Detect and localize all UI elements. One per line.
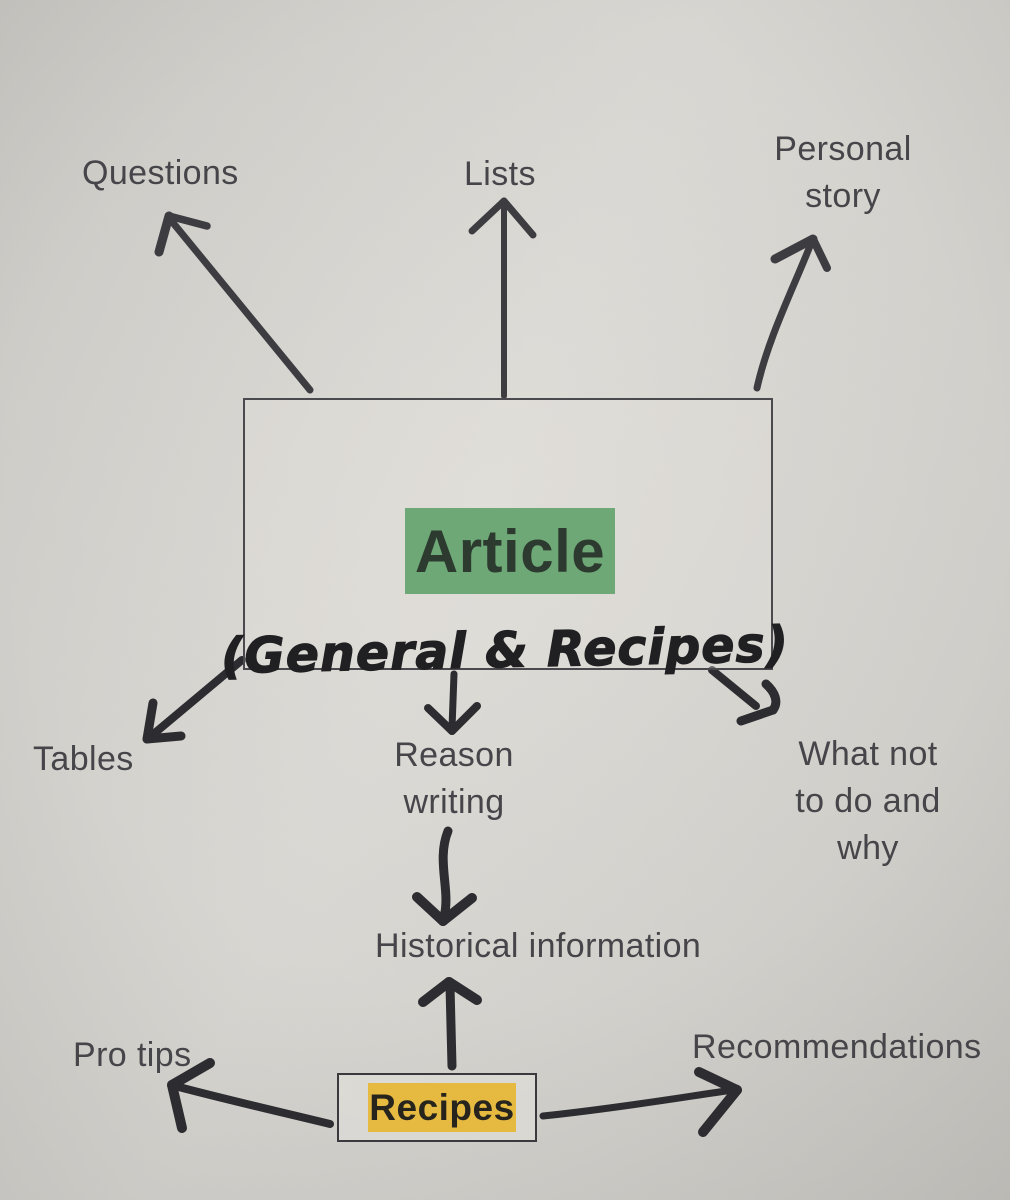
label-reason-writing-line2: writing	[403, 783, 505, 821]
label-reason-writing-line1: Reason	[394, 736, 514, 774]
label-lists: Lists	[464, 155, 536, 193]
arrow-article-to-what-not	[708, 666, 781, 726]
arrow-reason-to-historical	[412, 826, 477, 926]
recipes-node-highlight: Recipes	[368, 1083, 516, 1132]
label-what-not-line2: to do and	[795, 782, 941, 820]
article-node-highlight: Article	[405, 508, 615, 594]
label-questions: Questions	[82, 154, 239, 192]
label-what-not-line3: why	[837, 829, 899, 867]
label-personal-story-line2: story	[805, 177, 881, 215]
label-what-not: What not to do and why	[781, 731, 955, 872]
arrow-article-to-questions	[154, 211, 314, 394]
recipes-node-label: Recipes	[369, 1086, 515, 1128]
label-recommendations: Recommendations	[692, 1028, 982, 1066]
arrow-article-to-tables	[142, 656, 246, 744]
arrow-recipes-to-historical	[418, 977, 482, 1071]
label-pro-tips: Pro tips	[73, 1036, 192, 1074]
arrow-recipes-to-pro-tips	[167, 1058, 334, 1133]
label-personal-story-line1: Personal	[774, 130, 912, 168]
arrow-article-to-reason-writing	[424, 670, 481, 735]
label-reason-writing: Reason writing	[384, 732, 524, 826]
label-tables: Tables	[33, 740, 134, 778]
arrow-article-to-personal-story	[753, 234, 831, 392]
label-what-not-line1: What not	[798, 735, 938, 773]
arrow-recipes-to-recommendations	[539, 1067, 742, 1137]
label-personal-story: Personal story	[770, 126, 916, 220]
article-node-subtitle-handwritten: (General & Recipes)	[220, 615, 790, 685]
label-historical-information: Historical information	[375, 927, 702, 965]
article-node-label: Article	[414, 517, 606, 585]
arrow-article-to-lists	[468, 197, 537, 399]
